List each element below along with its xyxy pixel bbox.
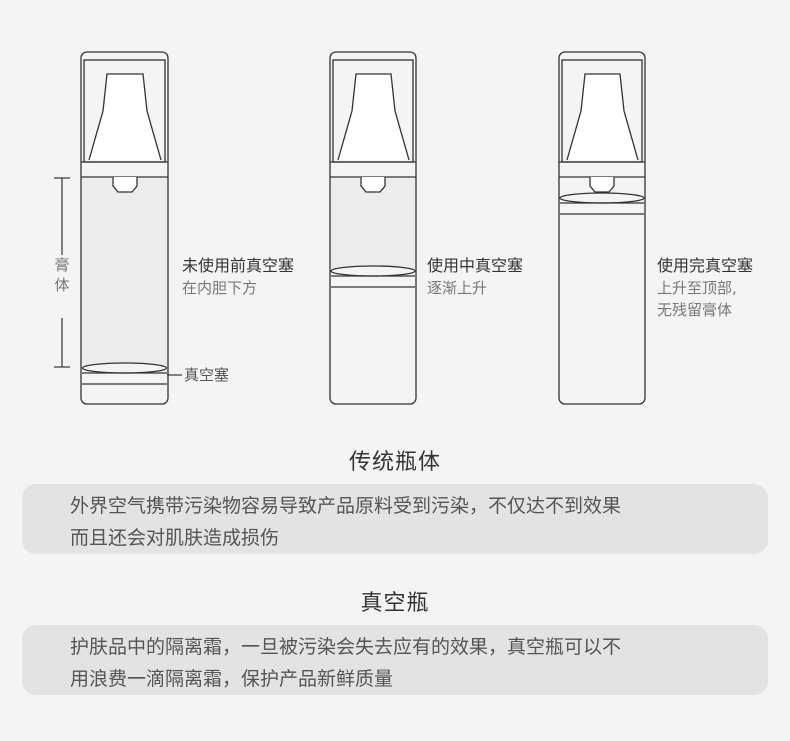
section-box-traditional: 外界空气携带污染物容易导致产品原料受到污染，不仅达不到效果 而且还会对肌肤造成损… xyxy=(22,484,768,554)
section-title-traditional: 传统瓶体 xyxy=(348,450,441,475)
section-box-vacuum: 护肤品中的隔离霜，一旦被污染会失去应有的效果，真空瓶可以不 用浪费一滴隔离霜，保… xyxy=(22,625,768,695)
bottle-2-caption: 使用中真空塞 逐渐上升 xyxy=(427,255,523,299)
bottle-3-caption: 使用完真空塞 上升至顶部, 无残留膏体 xyxy=(657,255,753,321)
paste-bracket xyxy=(54,177,70,368)
bottle-in-use xyxy=(329,51,417,405)
section-text-line: 护肤品中的隔离霜，一旦被污染会失去应有的效果，真空瓶可以不 xyxy=(70,636,622,658)
bottle-2-paste xyxy=(331,178,416,271)
bottle-1-pump xyxy=(88,73,162,161)
bottle-3-pump xyxy=(566,73,639,161)
plug-label: 真空塞 xyxy=(184,366,230,384)
bottle-2-pump xyxy=(337,73,410,161)
bottle-diagram xyxy=(54,51,646,405)
bottle-3-body xyxy=(558,51,646,405)
paste-label-text: 膏体 xyxy=(54,256,70,294)
bottle-3-desc-line: 无残留膏体 xyxy=(657,301,733,319)
bottle-3-title: 使用完真空塞 xyxy=(657,256,754,275)
bottle-before-use xyxy=(80,51,169,405)
bottle-2-plug-top xyxy=(330,265,416,277)
bottle-1-nozzle xyxy=(112,177,138,193)
bottle-1-body xyxy=(80,51,169,405)
bottle-1-desc-line: 在内胆下方 xyxy=(182,279,258,297)
bottle-2-title: 使用中真空塞 xyxy=(427,256,524,275)
bottle-2-nozzle xyxy=(360,177,386,193)
bottle-1-plug-top xyxy=(81,362,168,374)
section-title-vacuum: 真空瓶 xyxy=(360,591,430,616)
bottle-2-body xyxy=(329,51,417,405)
bottle-1-paste xyxy=(82,178,168,368)
section-text-line: 外界空气携带污染物容易导致产品原料受到污染，不仅达不到效果 xyxy=(70,495,622,517)
bottle-1-caption: 未使用前真空塞 在内胆下方 xyxy=(182,255,294,299)
bottle-used-up xyxy=(558,51,646,405)
paste-label: 膏体 xyxy=(52,255,72,295)
bottle-3-nozzle xyxy=(589,177,615,193)
bottle-3-desc-line: 上升至顶部, xyxy=(657,279,737,297)
section-text-line: 用浪费一滴隔离霜，保护产品新鲜质量 xyxy=(70,668,394,690)
section-text-line: 而且还会对肌肤造成损伤 xyxy=(70,527,280,549)
bottle-1-title: 未使用前真空塞 xyxy=(182,256,295,275)
bottle-3-plug-top xyxy=(559,192,645,204)
bottle-2-desc-line: 逐渐上升 xyxy=(427,279,488,297)
